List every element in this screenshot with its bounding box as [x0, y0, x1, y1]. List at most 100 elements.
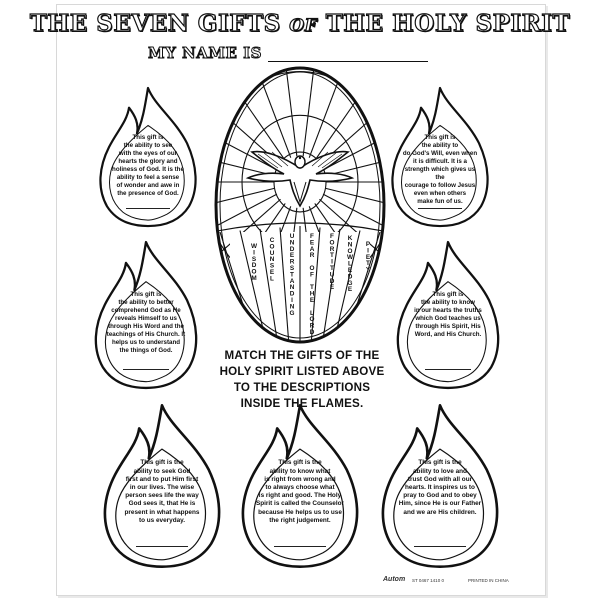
- flame-description-line: even when others: [413, 189, 467, 197]
- window-ray: [302, 68, 328, 157]
- window-lower-mullion: [259, 228, 279, 342]
- window-inner-frame: [219, 71, 381, 339]
- flame-shape: [391, 86, 489, 228]
- flame-description-line: pray to God and to obey: [403, 492, 477, 500]
- window-lower-mullion: [310, 227, 321, 342]
- window-ray: [272, 68, 298, 157]
- flame-description-line: teachings of His Church. It: [106, 330, 186, 338]
- flame-description-line: This gift is the: [418, 459, 462, 467]
- window-arch: [216, 222, 384, 233]
- flame-description-line: courage to follow Jesus: [404, 181, 476, 189]
- name-label: MY NAME IS: [148, 44, 263, 63]
- flame-shape: [103, 404, 221, 568]
- flame-description-line: hearts. It inspires us to: [405, 484, 475, 491]
- flame-description-line: ability to feel a sense: [116, 173, 180, 181]
- flame-description-line: which God teaches us: [415, 314, 481, 322]
- flame-description-line: helps us to understand: [111, 338, 181, 346]
- instruction-line: HOLY SPIRIT LISTED ABOVE: [219, 364, 385, 378]
- flame-description-line: in our lives. The wise: [129, 484, 195, 491]
- flame-answer-line[interactable]: [413, 545, 467, 547]
- flame-description-line: This gift is: [130, 291, 162, 298]
- flame-description-line: This gift is: [132, 134, 164, 142]
- publisher-logo: Autom: [383, 576, 406, 583]
- flame-description-line: because He helps us to use: [258, 508, 342, 516]
- flame-description-line: holiness of God. It is the: [112, 166, 184, 174]
- flame-description-line: it is difficult. It is a: [412, 158, 467, 166]
- title-part-2: THE HOLY SPIRIT: [325, 9, 571, 37]
- window-outer-frame: [214, 66, 386, 344]
- flame-description-line: comprehend God as He: [111, 306, 181, 314]
- window-ray: [308, 68, 379, 158]
- dove-icon: [245, 150, 355, 208]
- title-of: OF: [289, 15, 318, 36]
- flame-description-line: God sees it, that He is: [128, 500, 196, 508]
- flame-description-line: trust God with all our: [407, 475, 473, 483]
- window-ray: [221, 68, 292, 158]
- flame-answer-line[interactable]: [418, 208, 462, 210]
- instruction-line: TO THE DESCRIPTIONS: [233, 380, 371, 394]
- flame-description-line: This gift is the: [140, 459, 184, 467]
- window-ray: [319, 68, 384, 166]
- flame-description-line: Him, since He is our Father: [398, 500, 482, 508]
- flame-description-line: in our hearts the truths: [414, 306, 482, 314]
- flame-description-line: the ability to see: [123, 142, 173, 150]
- flame-answer-line[interactable]: [273, 545, 327, 547]
- flame-description-line: the ability to better: [118, 298, 174, 306]
- window-ray: [216, 68, 281, 166]
- flame-description-line: ability to love and: [412, 467, 467, 475]
- flame-shape: [94, 240, 198, 390]
- flame-description-line: reveals Himself to us: [115, 314, 177, 322]
- flame-description-line: do God's Will, even when: [402, 150, 478, 158]
- flame-description-line: present in what happens: [124, 508, 200, 516]
- flame-answer-line[interactable]: [126, 208, 170, 210]
- instruction-text: MATCH THE GIFTS OF THE HOLY SPIRIT LISTE…: [196, 348, 408, 412]
- page-title: THE SEVEN GIFTS OF THE HOLY SPIRIT: [0, 9, 600, 37]
- instruction-line: MATCH THE GIFTS OF THE: [224, 349, 380, 362]
- window-ray: [322, 193, 384, 285]
- flame-description-line: the presence of God.: [117, 189, 179, 197]
- flame-description-line: to us everyday.: [138, 516, 186, 524]
- window-ray: [319, 198, 384, 329]
- window-lower-mullion: [321, 228, 341, 342]
- flame-description-line: to always choose what: [265, 484, 335, 491]
- window-ray: [216, 79, 278, 171]
- flame-answer-line[interactable]: [122, 369, 170, 370]
- flame-description-line: is right from wrong and: [264, 475, 336, 483]
- flame-description-line: hearts the glory and: [118, 158, 178, 166]
- name-field-row: MY NAME IS: [148, 40, 428, 63]
- flame-description-line: ability to seek God: [133, 467, 191, 475]
- flame-shape: [381, 404, 499, 568]
- product-code: ST 0467 1410 0: [412, 578, 444, 583]
- flame-description-line: This gift is the: [278, 459, 322, 467]
- flame-answer-line[interactable]: [135, 545, 189, 547]
- name-input-line[interactable]: [268, 47, 428, 62]
- flame-description-line: Spirit is called the Counselor: [255, 500, 345, 508]
- flame-shape: [396, 240, 500, 390]
- flame-description-line: make fun of us.: [417, 197, 463, 205]
- flame-description-line: This gift is: [424, 134, 456, 142]
- window-lower-mullion: [279, 227, 290, 342]
- instruction-line: INSIDE THE FLAMES.: [240, 396, 364, 410]
- flame-description-line: first and to put Him first: [125, 475, 199, 483]
- flame-answer-line[interactable]: [424, 369, 472, 370]
